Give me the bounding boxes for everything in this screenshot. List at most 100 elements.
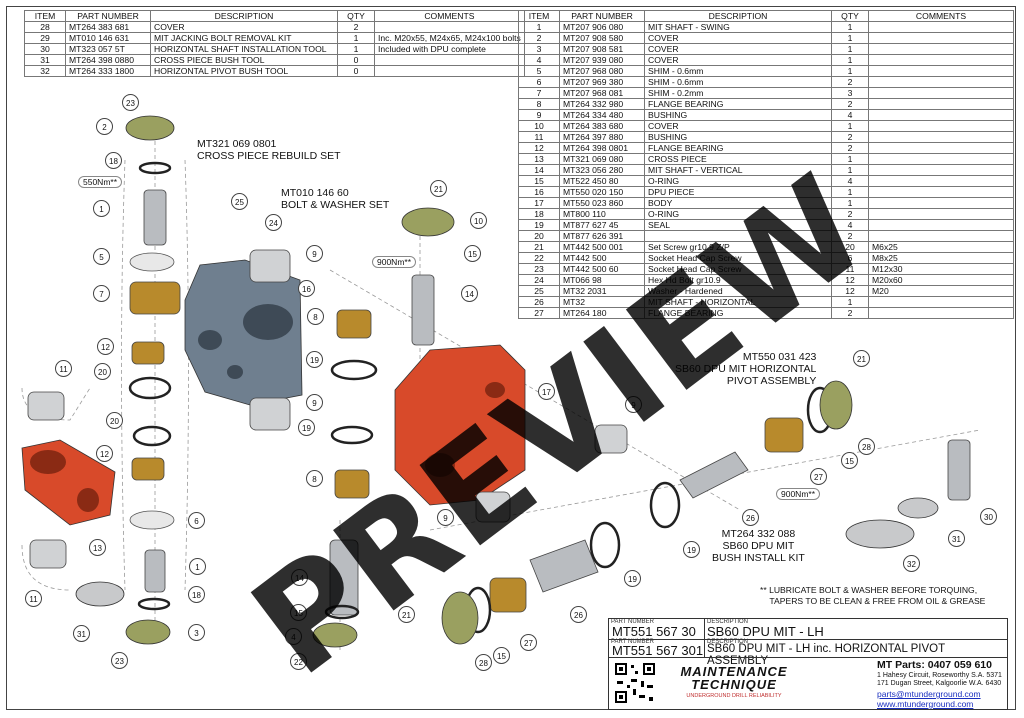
item-callout: 1 [189, 558, 206, 575]
item-callout: 18 [105, 152, 122, 169]
maintenance-technique-logo: MAINTENANCE TECHNIQUE UNDERGROUND DRILL … [669, 664, 799, 699]
red-body-casting [394, 344, 526, 506]
red-cross-piece-left [21, 439, 116, 526]
description-2: SB60 DPU MIT - LH inc. HORIZONTAL PIVOT … [707, 643, 945, 667]
install-tools [75, 497, 939, 607]
bronze-bearings [129, 281, 804, 613]
torque-label: 900Nm** [372, 256, 417, 268]
item-callout: 15 [290, 604, 307, 621]
cross-piece-grey-housing [184, 259, 303, 406]
item-callout: 8 [307, 308, 324, 325]
item-callout: 3 [188, 624, 205, 641]
item-callout: 28 [475, 654, 492, 671]
item-callout: 11 [55, 360, 72, 377]
item-callout: 31 [948, 530, 965, 547]
item-callout: 19 [624, 570, 641, 587]
item-callout: 9 [437, 509, 454, 526]
sheet-border [6, 6, 1016, 710]
bom-header-row: ITEM PART NUMBER DESCRIPTION QTY COMMENT… [24, 10, 525, 22]
item-callout: 12 [97, 338, 114, 355]
item-callout: 8 [306, 470, 323, 487]
item-callout: 24 [265, 214, 282, 231]
title-block: PART NUMBER DESCRIPTION MT551 567 30 SB6… [608, 618, 1008, 710]
website-link[interactable]: www.mtunderground.com [877, 699, 974, 709]
item-callout: 9 [625, 396, 642, 413]
logo-tagline: UNDERGROUND DRILL RELIABILITY [686, 693, 782, 699]
torque-label: 550Nm** [78, 176, 123, 188]
horizontal-pivot-label: MT550 031 423 SB60 DPU MIT HORIZONTAL PI… [675, 351, 817, 387]
cross-piece-rebuild-label: MT321 069 0801 CROSS PIECE REBUILD SET [197, 138, 341, 162]
item-callout: 9 [306, 245, 323, 262]
description-1: SB60 DPU MIT - LH [707, 624, 824, 639]
description-cell: HORIZONTAL PIVOT BUSH TOOL [150, 65, 338, 77]
item-callout: 15 [464, 245, 481, 262]
item-callout: 25 [231, 193, 248, 210]
item-callout: 2 [96, 118, 113, 135]
mt-parts-phone: MT Parts: 0407 059 610 [877, 659, 992, 671]
email-link[interactable]: parts@mtunderground.com [877, 689, 981, 699]
qty-cell: 0 [337, 65, 375, 77]
address-kalgoorlie: 171 Dugan Street, Kalgoorlie W.A. 6430 [877, 680, 1002, 687]
part-number-caption: PART NUMBER [611, 619, 655, 625]
item-callout: 13 [89, 539, 106, 556]
logo-line-2: TECHNIQUE [691, 677, 777, 692]
item-callout: 27 [810, 468, 827, 485]
qr-code [613, 661, 657, 705]
torque-label: 900Nm** [776, 488, 821, 500]
item-callout: 31 [73, 625, 90, 642]
item-callout: 14 [461, 285, 478, 302]
address-roseworthy: 1 Hahesy Circuit, Roseworthy S.A. 5371 [877, 672, 1002, 679]
part-number-cell: MT264 180 [559, 307, 645, 319]
shims [129, 252, 175, 530]
bom-table-left: ITEM PART NUMBER DESCRIPTION QTY COMMENT… [24, 10, 525, 77]
item-callout: 27 [520, 634, 537, 651]
item-callout: 21 [853, 350, 870, 367]
bush-install-kit-label: MT264 332 088 SB60 DPU MIT BUSH INSTALL … [712, 528, 805, 564]
bushings-steel [27, 249, 628, 569]
logo-line-1: MAINTENANCE [680, 664, 788, 679]
item-callout: 26 [742, 509, 759, 526]
part-number-caption: PART NUMBER [611, 639, 655, 645]
description-caption: DESCRIPTION [707, 639, 749, 645]
item-callout: 15 [493, 647, 510, 664]
item-callout: 16 [298, 280, 315, 297]
item-callout: 22 [290, 653, 307, 670]
item-callout: 20 [94, 363, 111, 380]
item-callout: 9 [306, 394, 323, 411]
item-callout: 18 [188, 586, 205, 603]
item-callout: 1 [93, 200, 110, 217]
item-callout: 11 [25, 590, 42, 607]
comments-cell [868, 307, 1014, 319]
part-number-1: MT551 567 30 [612, 624, 696, 639]
part-number-2: MT551 567 301 [612, 643, 704, 658]
item-callout: 30 [980, 508, 997, 525]
item-callout: 12 [96, 445, 113, 462]
item-callout: 23 [122, 94, 139, 111]
bom-table-right: ITEM PART NUMBER DESCRIPTION QTY COMMENT… [518, 10, 1014, 319]
item-callout: 28 [858, 438, 875, 455]
item-callout: 23 [111, 652, 128, 669]
bolt-washer-set-label: MT010 146 60 BOLT & WASHER SET [281, 187, 390, 211]
item-callout: 7 [93, 285, 110, 302]
item-callout: 19 [683, 541, 700, 558]
